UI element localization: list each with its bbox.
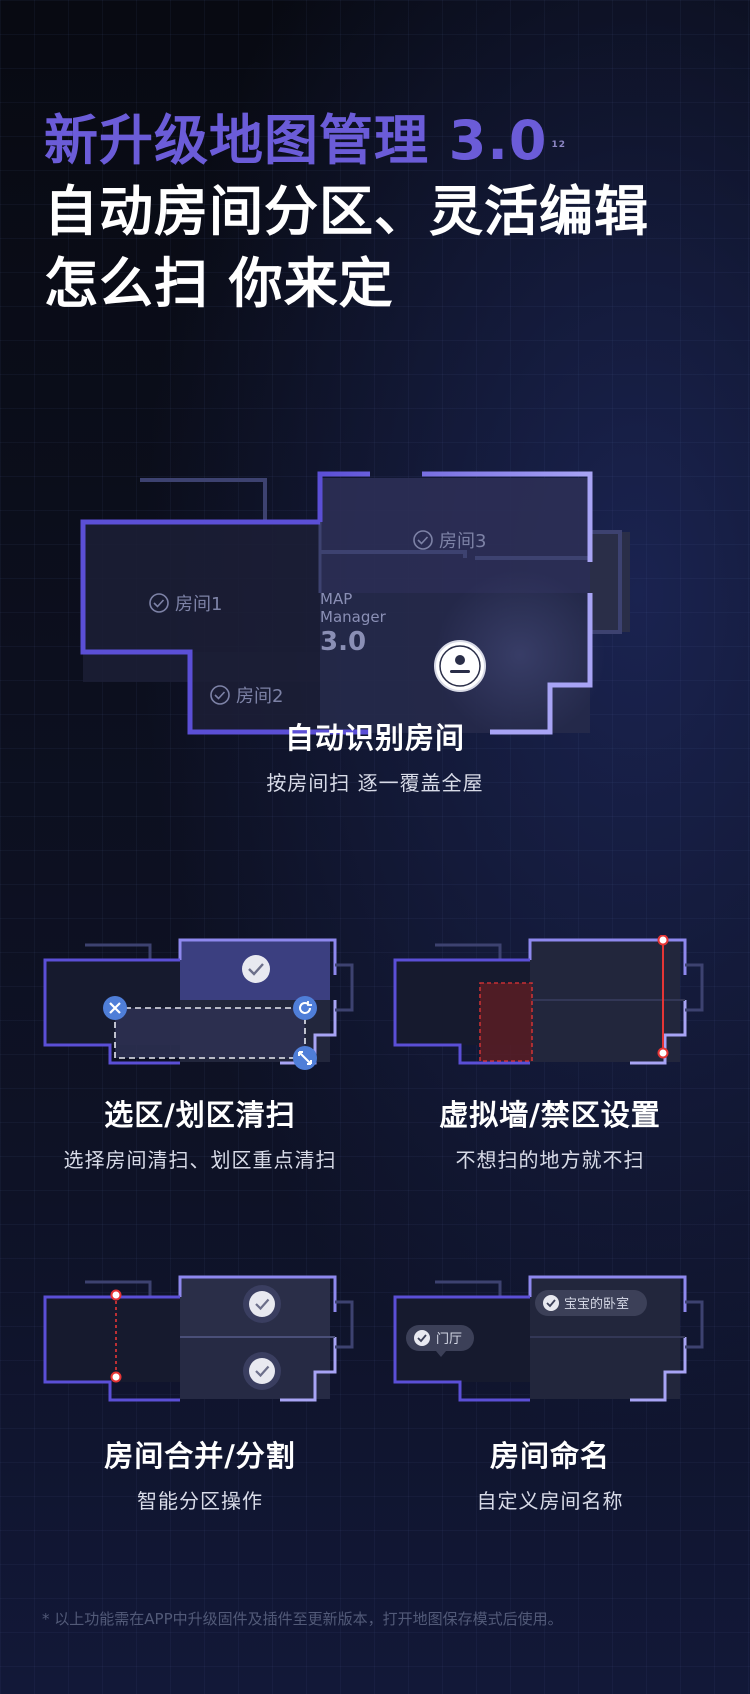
wall-top: [317, 471, 593, 562]
check-icon: [543, 1295, 559, 1311]
wall-bottom-left: [80, 622, 370, 735]
room1-text: 房间1: [175, 594, 222, 615]
hero-subtitle-1: 自动房间分区、灵活编辑: [44, 180, 649, 243]
hero-subtitle-2: 怎么扫 你来定: [44, 252, 394, 315]
floorplan-zone: [43, 938, 354, 1070]
robot-vacuum-icon[interactable]: [434, 640, 486, 692]
feature-naming-subtitle: 自定义房间名称: [476, 1489, 624, 1513]
footnote: * 以上功能需在APP中升级固件及插件至更新版本，打开地图保存模式后使用。: [42, 1610, 563, 1628]
main-map-caption: 自动识别房间 按房间扫 逐一覆盖全屋: [80, 715, 670, 796]
check-icon: [414, 1330, 430, 1346]
room2-label[interactable]: 房间2: [210, 685, 283, 707]
wall-faint: [140, 478, 267, 522]
wall-faint: [320, 550, 590, 560]
main-map: 房间1 房间2 房间3 MAP Manager 3.0 自动识别房间 按房间扫 …: [80, 470, 670, 795]
check-icon: [149, 593, 169, 613]
feature-zone-cleaning: 选区/划区清扫 选择房间清扫、划区重点清扫: [30, 935, 370, 1173]
feature-merge-title: 房间合并/分割: [104, 1439, 296, 1473]
footnote-marker: 12: [551, 140, 566, 150]
no-go-zone[interactable]: [479, 982, 533, 1062]
feature-merge-split: 房间合并/分割 智能分区操作: [30, 1272, 370, 1514]
resize-icon[interactable]: [293, 1046, 317, 1070]
check-icon: [210, 685, 230, 705]
feature-wall-title: 虚拟墙/禁区设置: [439, 1098, 661, 1132]
check-icon: [413, 530, 433, 550]
wall-handle-top[interactable]: [657, 934, 669, 946]
check-mark: [417, 536, 429, 545]
floorplan-naming: 宝宝的卧室 门厅: [393, 1275, 704, 1402]
check-mark: [214, 691, 226, 700]
room-name-hall: 门厅: [436, 1332, 462, 1347]
main-map-title: 自动识别房间: [284, 721, 465, 755]
wall-handle-bottom[interactable]: [657, 1047, 669, 1059]
feature-merge-caption: 房间合并/分割 智能分区操作: [30, 1433, 370, 1514]
check-icon[interactable]: [242, 955, 270, 983]
map-badge-line1: MAP: [320, 590, 352, 608]
floorplan-main: 房间1 房间2 房间3 MAP Manager 3.0: [80, 471, 630, 740]
check-icon[interactable]: [243, 1352, 281, 1390]
wall-left: [80, 519, 320, 622]
floorplan-nogo: [393, 934, 704, 1065]
rotate-icon[interactable]: [293, 996, 317, 1020]
feature-wall-subtitle: 不想扫的地方就不扫: [455, 1148, 645, 1172]
room-name-bedroom: 宝宝的卧室: [564, 1296, 629, 1312]
zone-selection-box[interactable]: [114, 1007, 306, 1059]
main-map-subtitle: 按房间扫 逐一覆盖全屋: [266, 771, 484, 795]
split-handle-top[interactable]: [110, 1289, 122, 1301]
feature-merge-subtitle: 智能分区操作: [137, 1489, 263, 1513]
feature-zone-caption: 选区/划区清扫 选择房间清扫、划区重点清扫: [30, 1092, 370, 1173]
check-mark: [153, 599, 165, 608]
check-icon[interactable]: [243, 1285, 281, 1323]
room3-label[interactable]: 房间3: [413, 530, 486, 552]
room-name-tag-hall[interactable]: 门厅: [406, 1325, 474, 1357]
wall-bottom-right: [490, 593, 593, 735]
room-name-tag-bedroom[interactable]: 宝宝的卧室: [535, 1290, 647, 1316]
feature-room-naming: 宝宝的卧室 门厅 房间命名 自定义房间名称: [380, 1272, 720, 1514]
closet-area: [590, 532, 630, 632]
feature-zone-subtitle: 选择房间清扫、划区重点清扫: [63, 1148, 337, 1172]
feature-wall-caption: 虚拟墙/禁区设置 不想扫的地方就不扫: [380, 1092, 720, 1173]
map-badge-version: 3.0: [320, 627, 366, 657]
floorplan-merge: [43, 1275, 354, 1402]
cleaning-glow: [435, 570, 605, 740]
wall-faint: [590, 530, 622, 634]
split-handle-bottom[interactable]: [110, 1371, 122, 1383]
feature-virtual-wall: 虚拟墙/禁区设置 不想扫的地方就不扫: [380, 934, 720, 1173]
room1-label[interactable]: 房间1: [149, 593, 222, 615]
feature-zone-title: 选区/划区清扫: [104, 1098, 296, 1132]
feature-naming-title: 房间命名: [489, 1439, 610, 1473]
hero-heading: 新升级地图管理 3.0 12 自动房间分区、灵活编辑 怎么扫 你来定: [44, 110, 649, 320]
room3-text: 房间3: [439, 531, 486, 552]
close-icon[interactable]: [103, 996, 127, 1020]
hero-title: 新升级地图管理 3.0 12: [44, 110, 649, 176]
feature-naming-caption: 房间命名 自定义房间名称: [380, 1433, 720, 1514]
room2-text: 房间2: [236, 686, 283, 707]
map-badge-line2: Manager: [320, 608, 387, 626]
